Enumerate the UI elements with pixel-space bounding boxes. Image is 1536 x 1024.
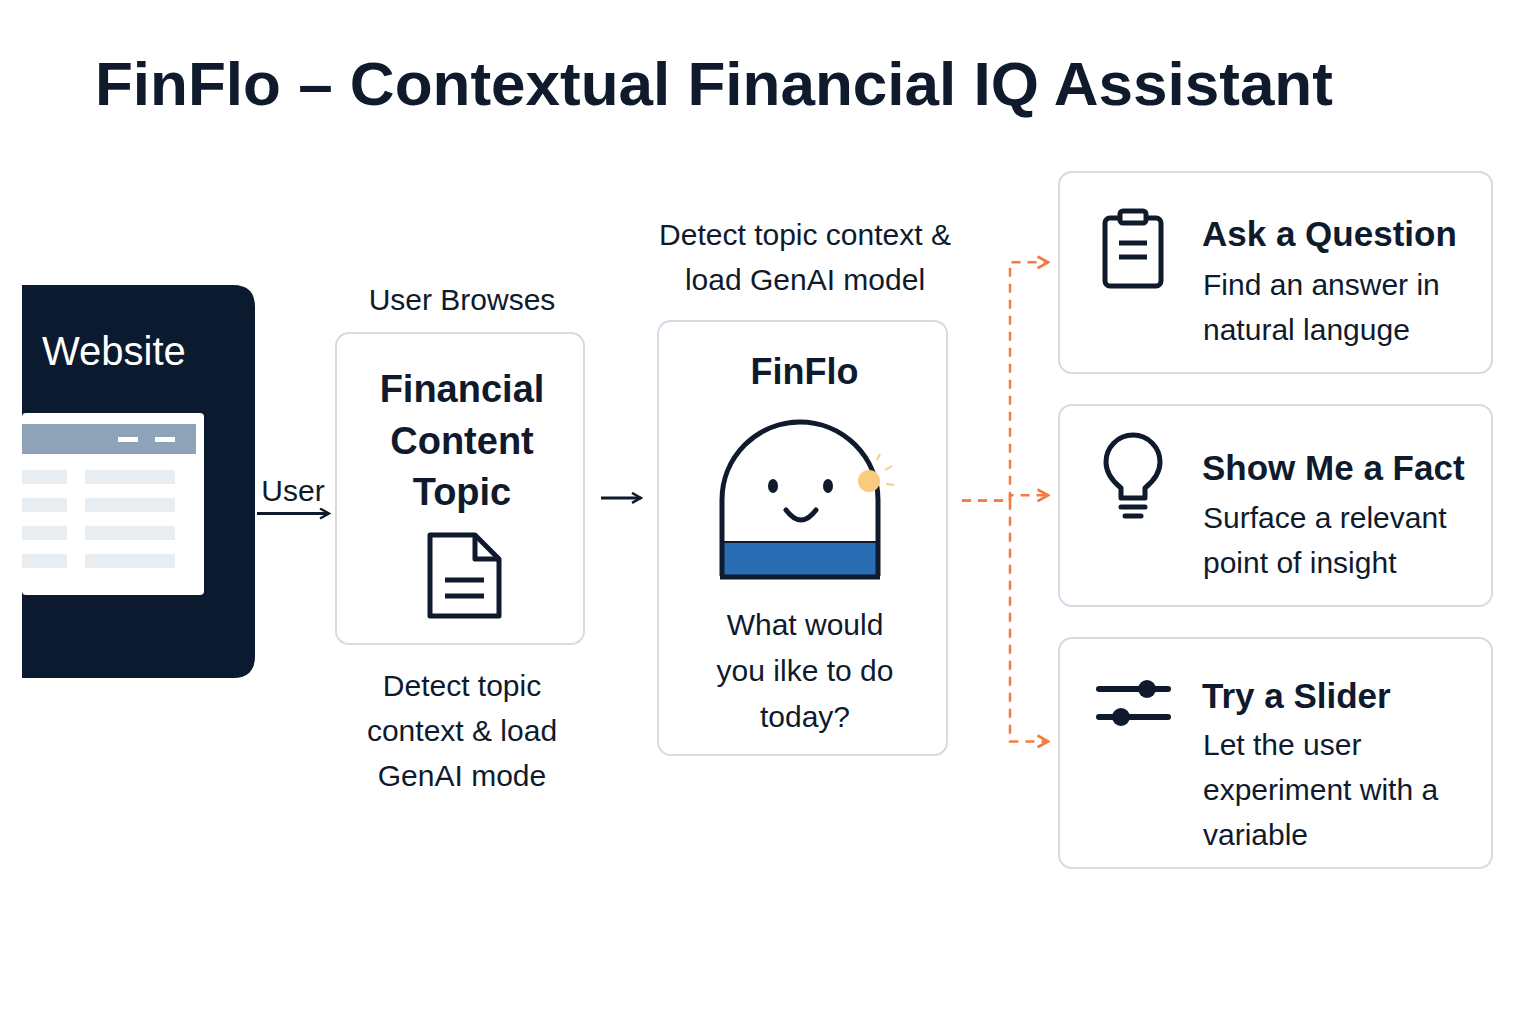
lightbulb-icon bbox=[1106, 435, 1160, 516]
dashed-connector bbox=[962, 262, 1048, 500]
assistant-box: Detect topic context & load GenAI modelF… bbox=[657, 320, 948, 756]
node-heading: User Browses bbox=[312, 280, 612, 319]
edge-label: User bbox=[259, 474, 326, 508]
website-panel bbox=[22, 285, 255, 678]
node-text: FinFlo bbox=[659, 350, 950, 393]
slider-icon bbox=[1099, 680, 1168, 726]
diagram-title: FinFlo – Contextual Financial IQ Assista… bbox=[95, 48, 1333, 119]
mascot-illustration bbox=[720, 422, 894, 578]
document-icon bbox=[430, 535, 499, 616]
dashed-connector bbox=[962, 495, 1048, 500]
node-text: Let the user experiment with a variable bbox=[1203, 722, 1451, 857]
node-heading: Website bbox=[42, 327, 247, 375]
arrow-connector bbox=[601, 496, 641, 499]
option-box: Try a SliderLet the user experiment with… bbox=[1058, 637, 1493, 869]
node-heading: Try a Slider bbox=[1202, 675, 1488, 717]
option-box: Show Me a FactSurface a relevant point o… bbox=[1058, 404, 1493, 607]
node-text: Find an answer in natural languge bbox=[1203, 262, 1455, 352]
node-text: Detect topic context & load GenAI mode bbox=[342, 663, 582, 798]
topic-box: User BrowsesFinancial Content TopicDetec… bbox=[335, 332, 585, 645]
option-box: Ask a QuestionFind an answer in natural … bbox=[1058, 171, 1493, 374]
node-text: Surface a relevant point of insight bbox=[1203, 495, 1478, 585]
node-text: Financial Content Topic bbox=[347, 364, 577, 519]
clipboard-icon bbox=[1105, 211, 1161, 286]
node-heading: Detect topic context & load GenAI model bbox=[645, 212, 965, 302]
node-heading: Ask a Question bbox=[1202, 213, 1488, 255]
browser-window-icon bbox=[22, 413, 204, 595]
website-box: Website bbox=[22, 285, 255, 678]
arrow-connector bbox=[257, 512, 329, 515]
dashed-connector bbox=[962, 501, 1048, 742]
node-text: What would you ilke to do today? bbox=[710, 602, 900, 740]
node-heading: Show Me a Fact bbox=[1202, 447, 1488, 489]
